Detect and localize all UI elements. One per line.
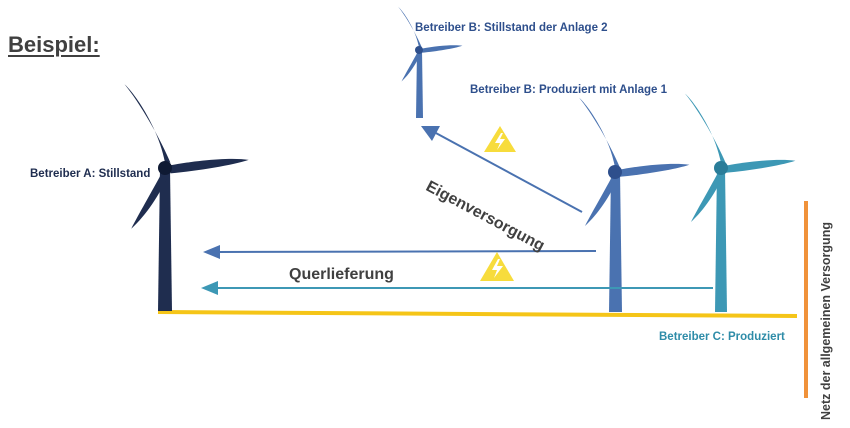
operator-c-label: Betreiber C: Produziert <box>659 331 785 343</box>
page-title: Beispiel: <box>8 32 100 57</box>
wind-turbine-icon <box>685 93 796 312</box>
arrow-icon <box>203 245 597 259</box>
operator-b-plant1-label: Betreiber B: Produziert mit Anlage 1 <box>470 84 668 96</box>
operator-b-plant2-label: Betreiber B: Stillstand der Anlage 2 <box>415 22 608 34</box>
wind-turbine-icon <box>579 97 690 312</box>
ground-line <box>157 310 798 318</box>
wind-turbine-icon <box>398 6 463 118</box>
warning-lightning-icon <box>484 126 516 152</box>
arrow-icon <box>421 126 583 213</box>
wind-turbine-icon <box>124 84 249 311</box>
arrow-icon <box>201 281 713 295</box>
grid-label: Netz der allgemeinen Versorgung <box>819 222 833 420</box>
operator-a-label: Betreiber A: Stillstand <box>30 168 151 180</box>
warning-lightning-icon <box>480 252 514 281</box>
cross-supply-label: Querlieferung <box>289 266 394 283</box>
